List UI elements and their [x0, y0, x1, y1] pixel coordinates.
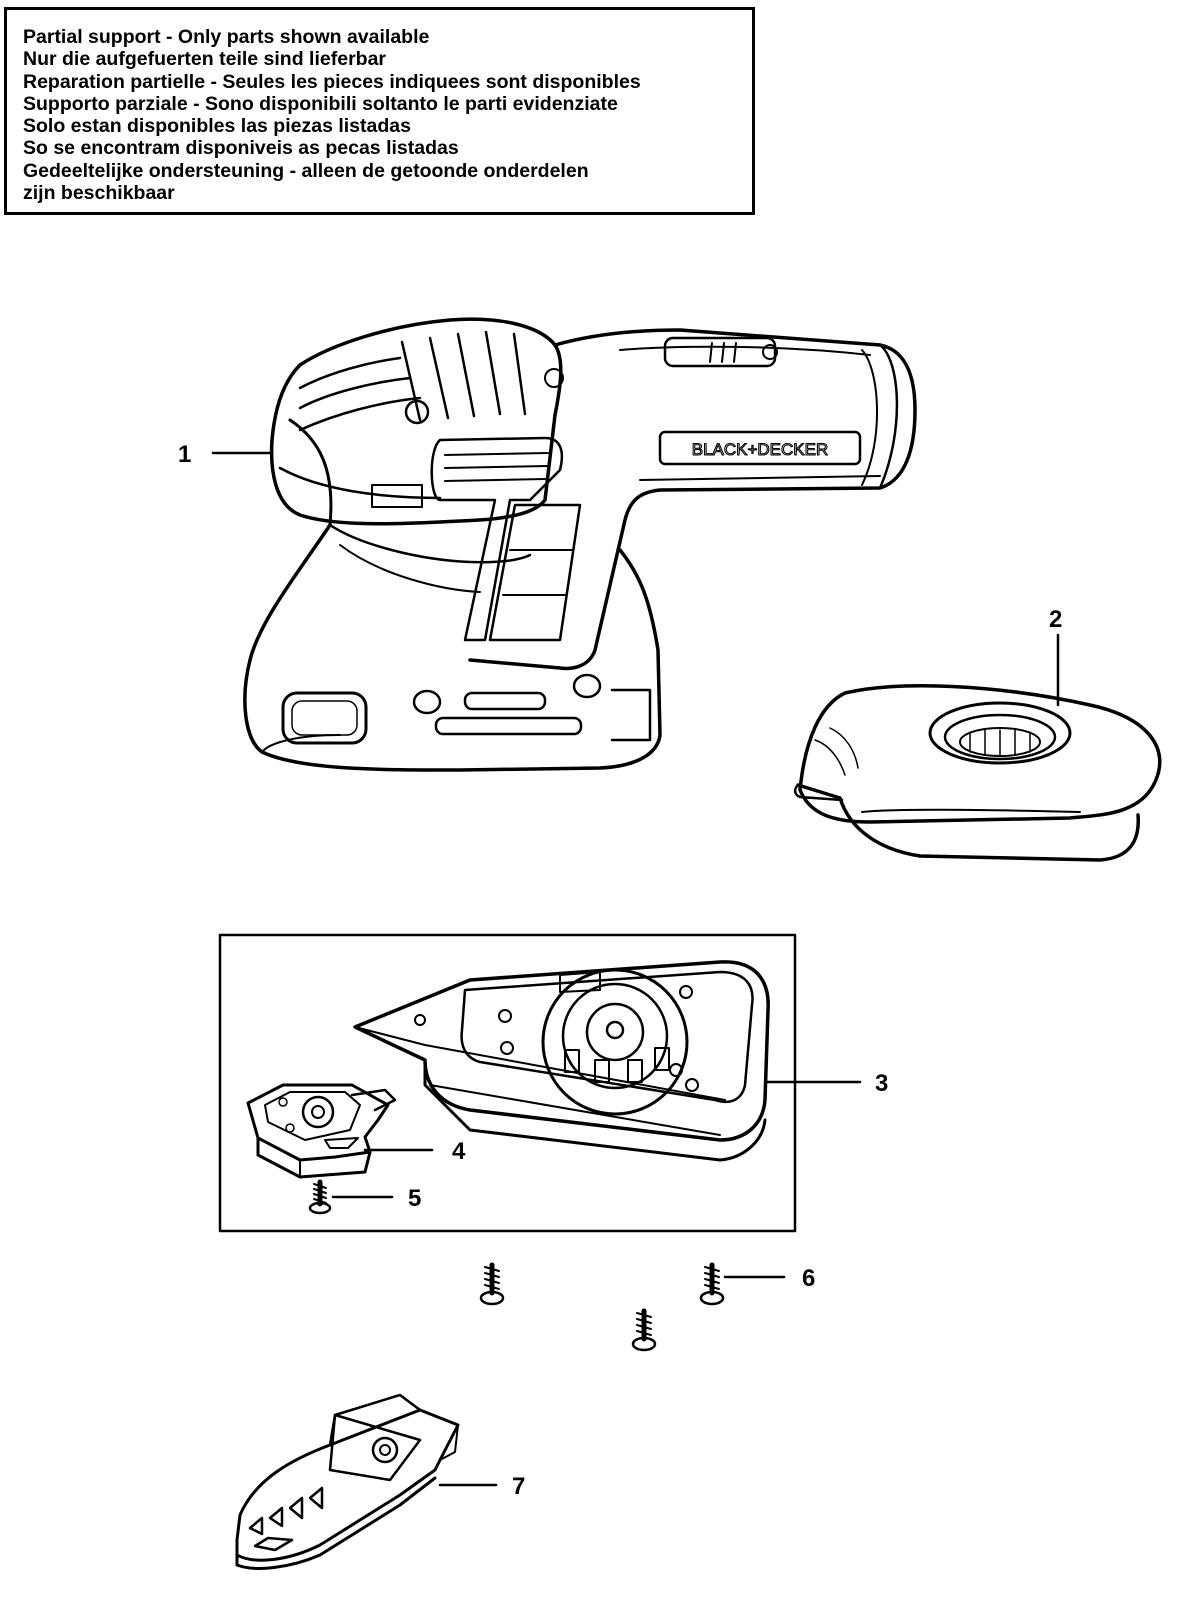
notice-line-nl-2: zijn beschikbaar: [23, 182, 175, 205]
notice-line-nl-1: Gedeeltelijke ondersteuning - alleen de …: [23, 159, 589, 182]
callout-label-2: 2: [1049, 606, 1062, 633]
detail-finger-attachment-icon: [235, 1393, 460, 1570]
notice-line-pt: So se encontram disponiveis as pecas lis…: [23, 137, 459, 160]
callout-label-3: 3: [875, 1070, 888, 1097]
notice-line-de: Nur die aufgefuerten teile sind lieferba…: [23, 48, 386, 71]
finger-attachment-holder-icon: [246, 1083, 397, 1179]
callout-label-4: 4: [452, 1138, 466, 1165]
assembly-frame: [218, 933, 797, 1233]
dust-canister-icon: [793, 684, 1162, 862]
brand-label: BLACK+DECKER: [692, 440, 829, 459]
screw-icon: [308, 1179, 332, 1215]
sander-housing-icon: BLACK+DECKER: [243, 317, 917, 772]
screw-icon: [699, 1262, 725, 1306]
callout-label-1: 1: [178, 441, 191, 468]
notice-line-en: Partial support - Only parts shown avail…: [23, 26, 430, 48]
callout-label-5: 5: [408, 1185, 421, 1212]
callout-label-7: 7: [512, 1473, 525, 1500]
notice-line-fr: Reparation partielle - Seules les pieces…: [23, 70, 641, 93]
screw-icon: [631, 1308, 657, 1352]
screw-icon: [479, 1262, 505, 1306]
sanding-base-assembly-icon: [353, 960, 770, 1162]
notice-line-it: Supporto parziale - Sono disponibili sol…: [23, 92, 618, 115]
availability-notice-box: Partial support - Only parts shown avail…: [4, 7, 755, 215]
notice-line-es: Solo estan disponibles las piezas listad…: [23, 115, 411, 138]
callout-label-6: 6: [802, 1265, 815, 1292]
